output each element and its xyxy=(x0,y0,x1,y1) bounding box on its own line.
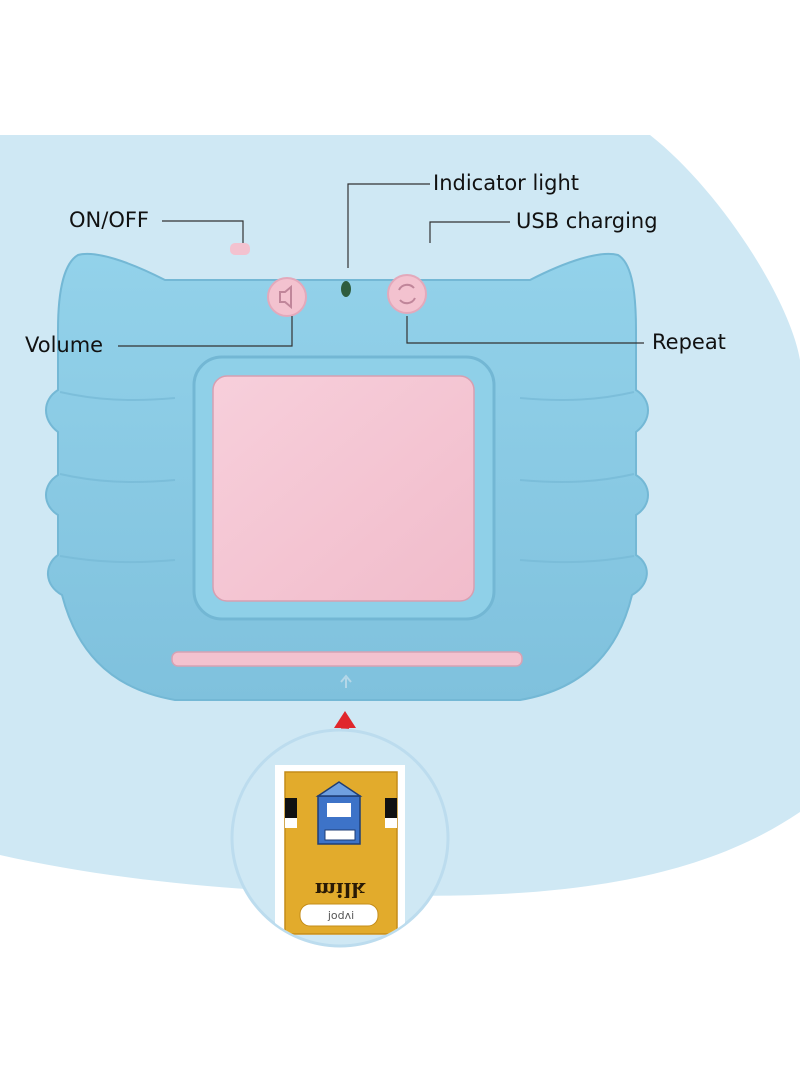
card-small-label: jodʌi xyxy=(327,909,355,922)
label-on-off: ON/OFF xyxy=(69,208,150,232)
callout-lines xyxy=(118,183,644,347)
repeat-icon xyxy=(398,283,416,305)
label-indicator-light: Indicator light xyxy=(433,171,580,195)
screen xyxy=(212,375,475,602)
card-word: milk xyxy=(314,878,366,902)
flash-card xyxy=(275,765,405,935)
whisker-grooves xyxy=(59,391,635,564)
label-repeat: Repeat xyxy=(652,330,726,354)
repeat-button[interactable] xyxy=(387,274,427,314)
milk-carton-icon xyxy=(315,781,363,845)
volume-button[interactable] xyxy=(267,277,307,317)
power-button[interactable] xyxy=(230,243,250,255)
label-volume: Volume xyxy=(25,333,104,357)
card-slot xyxy=(171,651,523,667)
slot-arrow-icon xyxy=(340,674,352,688)
indicator-light xyxy=(341,281,351,297)
volume-icon xyxy=(279,284,292,310)
label-usb-charging: USB charging xyxy=(516,209,658,233)
